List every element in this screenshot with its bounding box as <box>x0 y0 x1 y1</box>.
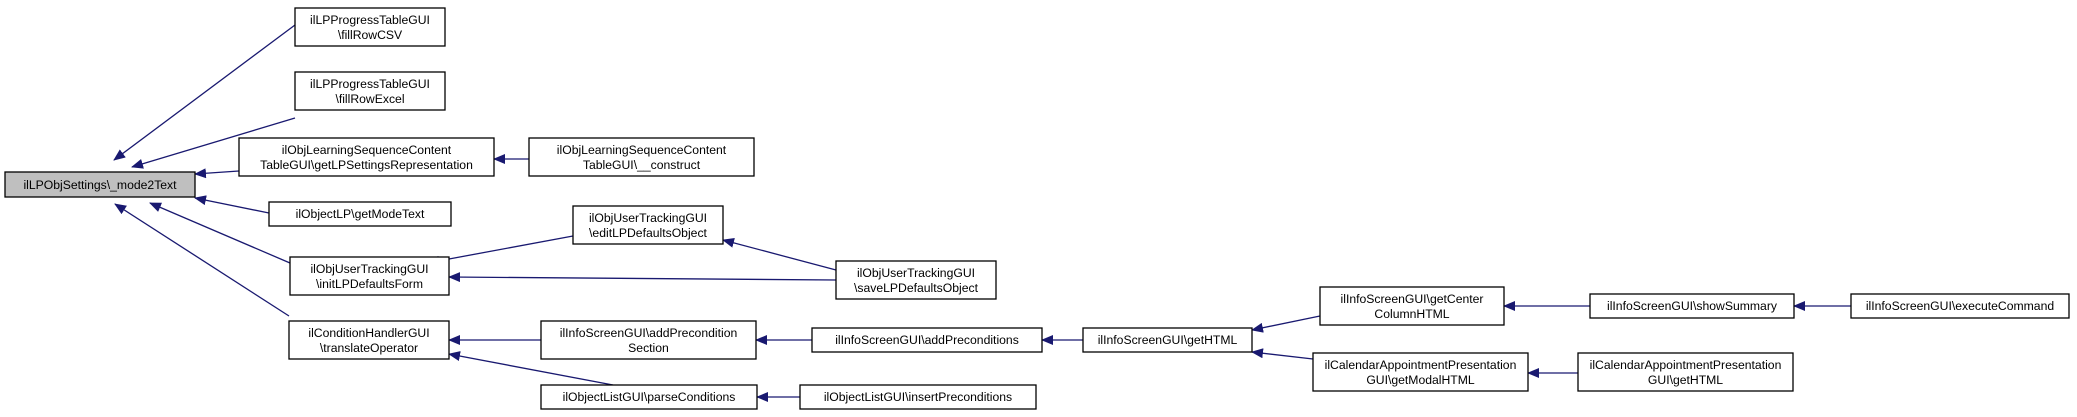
node-olist-parse[interactable]: ilObjectListGUI\parseConditions <box>540 384 758 410</box>
node-mode2text-line-1: ilLPObjSettings\_mode2Text <box>23 178 177 192</box>
node-cal-gethtml-line-1: ilCalendarAppointmentPresentation <box>1590 358 1782 372</box>
node-info-gethtml-line-1: ilInfoScreenGUI\getHTML <box>1098 333 1238 347</box>
node-out-initlp-line-2: \initLPDefaultsForm <box>316 277 423 291</box>
node-fillrowexcel-line-1: ilLPProgressTableGUI <box>310 77 430 91</box>
node-mode2text[interactable]: ilLPObjSettings\_mode2Text <box>4 171 196 198</box>
node-cal-getmodal[interactable]: ilCalendarAppointmentPresentation GUI\ge… <box>1312 352 1529 392</box>
edge-out-initlp-to-mode2text <box>149 202 291 264</box>
node-cond-translate-line-1: ilConditionHandlerGUI <box>308 326 429 340</box>
edge-olist-parse-to-cond-translate <box>448 351 614 386</box>
node-cal-gethtml-line-2: GUI\getHTML <box>1648 373 1723 387</box>
node-info-execcmd-line-1: ilInfoScreenGUI\executeCommand <box>1866 299 2054 313</box>
node-lsc-construct-line-2: TableGUI\__construct <box>583 158 701 172</box>
edge-lsc-getlp-to-mode2text <box>194 168 240 179</box>
node-cond-translate-line-2: \translateOperator <box>320 341 418 355</box>
node-olist-parse-line-1: ilObjectListGUI\parseConditions <box>563 390 736 404</box>
edge-info-getcenter-to-info-gethtml <box>1251 315 1321 333</box>
node-info-addprecsection-line-1: ilInfoScreenGUI\addPrecondition <box>560 326 738 340</box>
node-lsc-getlp[interactable]: ilObjLearningSequenceContent TableGUI\ge… <box>238 137 495 177</box>
edge-out-initlp-to-out-editlp <box>437 235 574 266</box>
node-info-execcmd[interactable]: ilInfoScreenGUI\executeCommand <box>1850 293 2070 319</box>
node-olist-insert[interactable]: ilObjectListGUI\insertPreconditions <box>799 384 1037 410</box>
node-out-editlp-line-1: ilObjUserTrackingGUI <box>589 211 707 225</box>
edge-fillrowcsv-to-mode2text <box>113 24 296 161</box>
node-fillrowexcel-line-2: \fillRowExcel <box>335 92 404 106</box>
node-info-gethtml[interactable]: ilInfoScreenGUI\getHTML <box>1082 327 1253 353</box>
node-lsc-getlp-line-1: ilObjLearningSequenceContent <box>282 143 452 157</box>
edge-out-savelp-to-out-editlp <box>722 237 837 271</box>
node-out-initlp-line-1: ilObjUserTrackingGUI <box>310 262 428 276</box>
node-out-savelp-line-1: ilObjUserTrackingGUI <box>857 266 975 280</box>
node-out-initlp[interactable]: ilObjUserTrackingGUI \initLPDefaultsForm <box>289 256 450 296</box>
edge-fillrowexcel-to-mode2text <box>131 117 296 169</box>
node-info-addprecsection-line-2: Section <box>628 341 669 355</box>
node-info-addprec-line-1: ilInfoScreenGUI\addPreconditions <box>835 333 1019 347</box>
node-cond-translate[interactable]: ilConditionHandlerGUI \translateOperator <box>288 320 450 360</box>
node-cal-gethtml[interactable]: ilCalendarAppointmentPresentation GUI\ge… <box>1577 352 1794 392</box>
node-objectlp-getmode-line-1: ilObjectLP\getModeText <box>296 207 425 221</box>
node-out-savelp[interactable]: ilObjUserTrackingGUI \saveLPDefaultsObje… <box>835 260 997 300</box>
edge-cal-getmodal-to-info-gethtml <box>1251 348 1314 360</box>
node-out-editlp[interactable]: ilObjUserTrackingGUI \editLPDefaultsObje… <box>572 205 724 245</box>
node-fillrowcsv-line-2: \fillRowCSV <box>338 28 403 42</box>
node-info-addprecsection[interactable]: ilInfoScreenGUI\addPrecondition Section <box>540 320 757 360</box>
node-out-savelp-line-2: \saveLPDefaultsObject <box>854 281 979 295</box>
node-objectlp-getmode[interactable]: ilObjectLP\getModeText <box>268 201 452 227</box>
node-info-getcenter-line-1: ilInfoScreenGUI\getCenter <box>1341 292 1484 306</box>
node-fillrowexcel[interactable]: ilLPProgressTableGUI \fillRowExcel <box>294 71 446 111</box>
node-fillrowcsv-line-1: ilLPProgressTableGUI <box>310 13 430 27</box>
node-info-showsummary[interactable]: ilInfoScreenGUI\showSummary <box>1589 293 1795 319</box>
node-cal-getmodal-line-1: ilCalendarAppointmentPresentation <box>1325 358 1517 372</box>
node-lsc-construct[interactable]: ilObjLearningSequenceContent TableGUI\__… <box>528 137 755 177</box>
node-lsc-construct-line-1: ilObjLearningSequenceContent <box>557 143 727 157</box>
node-info-getcenter-line-2: ColumnHTML <box>1374 307 1449 321</box>
node-info-getcenter[interactable]: ilInfoScreenGUI\getCenter ColumnHTML <box>1319 286 1505 326</box>
edge-objectlp-getmode-to-mode2text <box>194 195 270 214</box>
node-fillrowcsv[interactable]: ilLPProgressTableGUI \fillRowCSV <box>294 7 446 47</box>
node-lsc-getlp-line-2: TableGUI\getLPSettingsRepresentation <box>260 158 473 172</box>
node-olist-insert-line-1: ilObjectListGUI\insertPreconditions <box>824 390 1012 404</box>
node-info-showsummary-line-1: ilInfoScreenGUI\showSummary <box>1607 299 1778 313</box>
edge-cond-translate-to-mode2text <box>114 203 290 317</box>
edge-out-savelp-to-out-initlp <box>448 272 837 283</box>
node-out-editlp-line-2: \editLPDefaultsObject <box>589 226 707 240</box>
node-cal-getmodal-line-2: GUI\getModalHTML <box>1366 373 1475 387</box>
node-info-addprec[interactable]: ilInfoScreenGUI\addPreconditions <box>811 327 1043 353</box>
